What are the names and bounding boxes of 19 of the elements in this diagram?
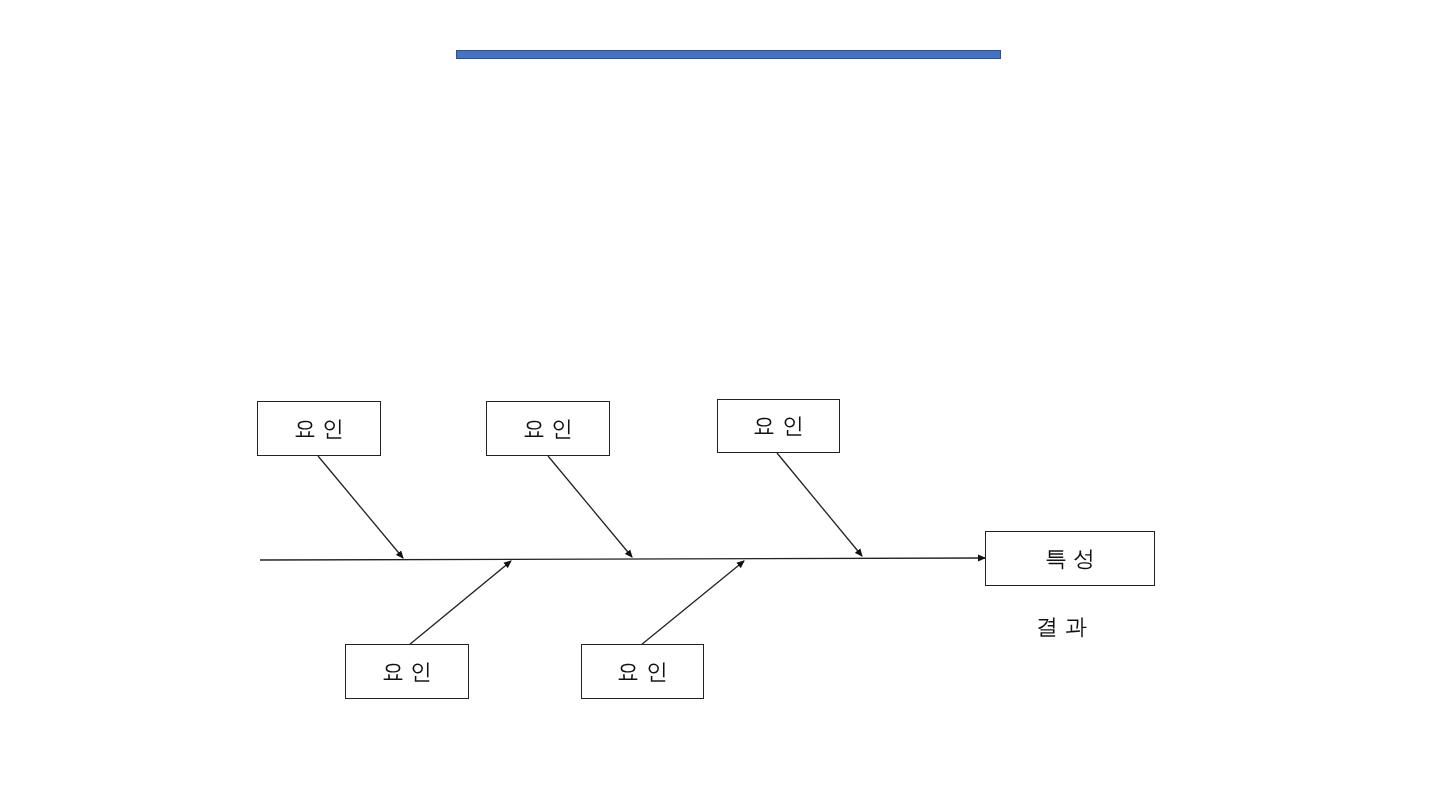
branch-arrow [776, 452, 863, 557]
factor-box [486, 401, 610, 456]
branch-arrow [640, 560, 745, 646]
node-label: 요 인 [381, 657, 433, 686]
node-label: 요 인 [522, 414, 574, 443]
factor-box [985, 531, 1155, 586]
node-label: 요 인 [753, 412, 804, 440]
factor-box [581, 644, 704, 699]
result-label: 결 과 [1036, 613, 1087, 641]
spine-arrow [259, 554, 986, 562]
branch-arrow [408, 560, 512, 646]
branch-arrow [547, 455, 633, 558]
node-label: 요 인 [293, 414, 345, 443]
factor-box [257, 401, 381, 456]
node-label: 특 성 [1044, 544, 1096, 573]
node-label: 요 인 [617, 657, 668, 686]
factor-box [345, 644, 469, 699]
factor-box [717, 399, 840, 453]
branch-arrow [317, 455, 404, 559]
